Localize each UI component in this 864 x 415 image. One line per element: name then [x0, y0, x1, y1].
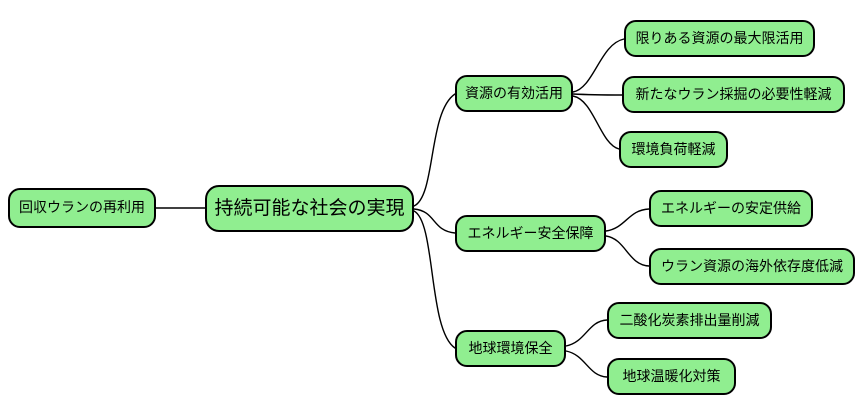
- node-branch-resource-utilization: 資源の有効活用: [455, 75, 573, 112]
- edge-branch0-to-leaf2: [572, 95, 620, 150]
- node-label: 持続可能な社会の実現: [214, 197, 405, 219]
- edge-branch1-to-leaf1: [605, 235, 650, 267]
- node-branch-energy-security: エネルギー安全保障: [455, 215, 606, 252]
- edge-branch2-to-leaf1: [565, 350, 608, 378]
- node-leaf-maximize-limited-resources: 限りある資源の最大限活用: [624, 20, 815, 57]
- node-label: エネルギーの安定供給: [661, 200, 801, 217]
- node-label: 地球環境保全: [468, 340, 553, 357]
- node-label: 地球温暖化対策: [622, 368, 721, 385]
- node-label: 資源の有効活用: [465, 85, 563, 102]
- node-label: ウラン資源の海外依存度低減: [661, 258, 843, 275]
- edge-branch2-to-leaf0: [565, 319, 608, 347]
- edge-branch1-to-leaf0: [605, 208, 650, 232]
- edge-center-to-branch1: [413, 208, 456, 234]
- node-leaf-reduce-environmental-load: 環境負荷軽減: [619, 131, 728, 168]
- node-leaf-reduce-new-uranium-mining: 新たなウラン採掘の必要性軽減: [622, 76, 845, 113]
- edge-center-to-branch0: [413, 93, 456, 207]
- node-label: 回収ウランの再利用: [19, 200, 145, 216]
- node-sustainable-society: 持続可能な社会の実現: [205, 185, 414, 232]
- node-leaf-reduce-co2-emissions: 二酸化炭素排出量削減: [607, 302, 772, 339]
- edge-center-to-branch2: [413, 210, 456, 349]
- node-label: 環境負荷軽減: [631, 141, 716, 158]
- node-branch-global-environment: 地球環境保全: [455, 330, 566, 367]
- node-leaf-stable-energy-supply: エネルギーの安定供給: [649, 190, 813, 227]
- node-leaf-reduce-overseas-dependence: ウラン資源の海外依存度低減: [649, 248, 855, 285]
- node-label: 二酸化炭素排出量削減: [619, 312, 760, 329]
- node-label: 限りある資源の最大限活用: [635, 30, 804, 47]
- node-label: エネルギー安全保障: [467, 225, 594, 242]
- node-recovered-uranium-reuse: 回収ウランの再利用: [8, 188, 156, 228]
- edge-branch0-to-leaf1: [572, 93, 623, 96]
- node-leaf-global-warming-measures: 地球温暖化対策: [607, 358, 736, 395]
- node-label: 新たなウラン採掘の必要性軽減: [635, 86, 832, 103]
- edge-branch0-to-leaf0: [572, 38, 625, 93]
